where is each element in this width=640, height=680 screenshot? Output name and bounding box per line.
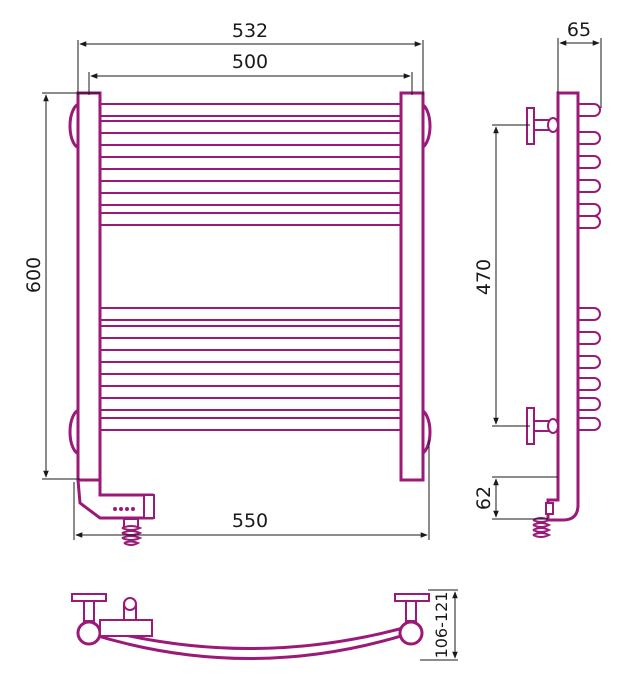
side-rung-end-3 (578, 155, 601, 169)
rungs-group (95, 103, 406, 431)
dim-label-500: 500 (232, 51, 268, 73)
side-rung-end-1 (578, 103, 601, 117)
side-top-wall-mount (526, 107, 559, 145)
front-view: 532 500 600 550 (23, 20, 432, 546)
right-post (399, 91, 425, 482)
side-rung-end-2 (578, 131, 601, 145)
side-post (546, 91, 580, 522)
side-rung-end-11 (578, 397, 601, 411)
top-view: 106-121 (71, 589, 458, 661)
rung-11 (95, 397, 406, 411)
dim-label-550: 550 (232, 510, 268, 532)
top-left-bracket (71, 593, 107, 646)
side-rung-end-6 (578, 215, 601, 229)
rung-6 (95, 212, 406, 226)
heater-cap (143, 494, 155, 519)
heater-housing (76, 478, 154, 520)
rung-8 (95, 325, 406, 339)
side-rung-end-12 (578, 417, 601, 431)
dim-label-600: 600 (23, 257, 45, 293)
side-rung-ends-group (578, 103, 601, 431)
side-rung-end-7 (578, 307, 601, 321)
rung-10 (95, 373, 406, 387)
dim-label-106-121: 106-121 (432, 592, 451, 659)
heater-indicator-dots (113, 507, 135, 511)
side-power-cable-coil (532, 502, 554, 538)
side-rung-end-8 (578, 331, 601, 345)
rung-2 (95, 120, 406, 134)
dim-label-532: 532 (232, 20, 268, 42)
side-rung-end-4 (578, 179, 601, 193)
side-rung-end-9 (578, 355, 601, 369)
rung-3 (95, 144, 406, 158)
side-rung-end-5 (578, 203, 601, 217)
dim-label-65: 65 (567, 19, 591, 41)
side-view: 65 470 62 (473, 19, 602, 538)
dim-label-62: 62 (473, 486, 495, 510)
rung-5 (95, 192, 406, 206)
rung-4 (95, 168, 406, 182)
side-rung-end-10 (578, 377, 601, 391)
rung-7 (95, 307, 406, 321)
left-post (76, 91, 102, 482)
power-cable-coil (121, 518, 143, 546)
top-heater-housing (99, 597, 153, 637)
rung-1 (95, 103, 406, 117)
side-bottom-wall-mount (526, 407, 559, 445)
rung-12 (95, 417, 406, 431)
rung-9 (95, 349, 406, 363)
dim-label-470: 470 (473, 259, 495, 295)
top-right-bracket (394, 593, 430, 646)
